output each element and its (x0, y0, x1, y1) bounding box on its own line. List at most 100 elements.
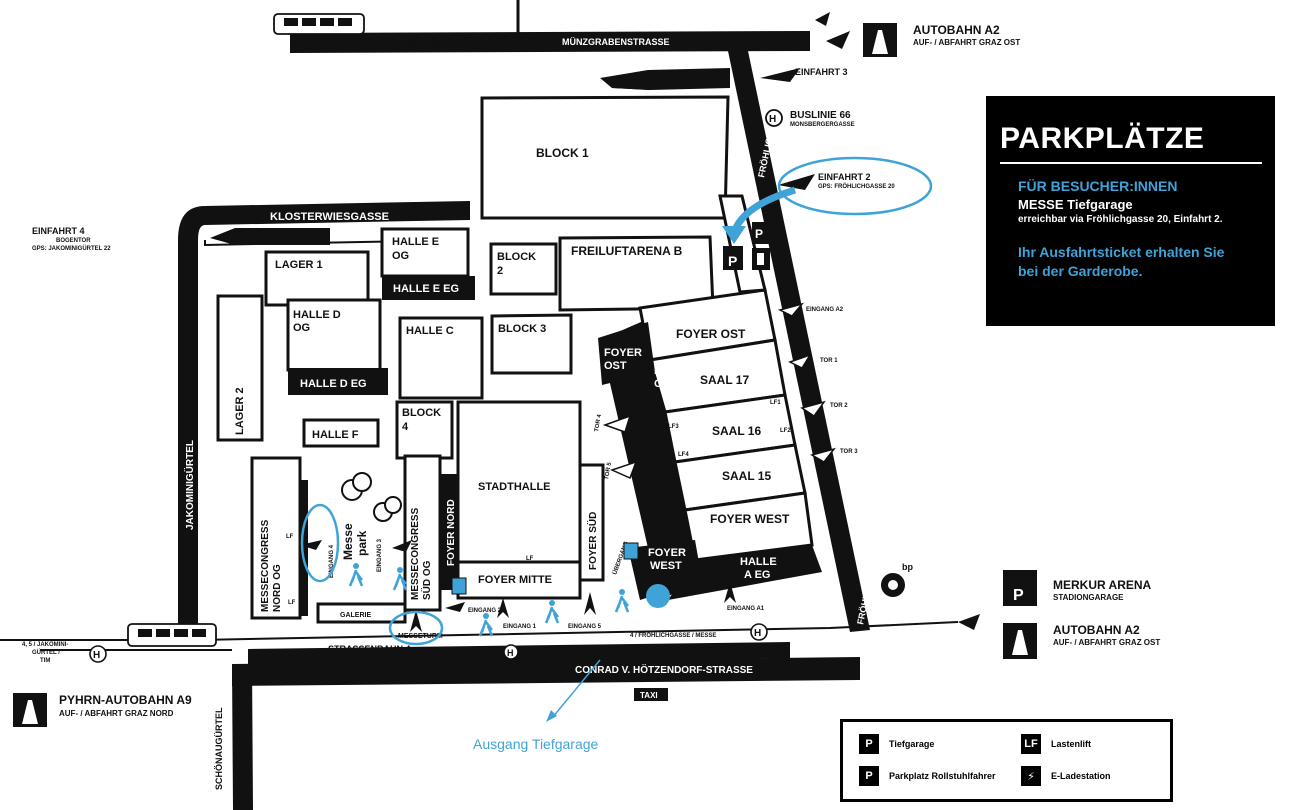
label-conrad: CONRAD V. HÖTZENDORF-STRASSE (575, 663, 753, 676)
label-taxi: TAXI (640, 691, 658, 700)
legend-label-eladestation: E-Ladestation (1051, 771, 1111, 781)
label-messeturm: MESSETURM (398, 633, 443, 640)
label-a2-top: AUTOBAHN A2 (913, 23, 1000, 37)
label-jakomini: JAKOMINIGÜRTEL (183, 440, 196, 530)
messepark-trees (341, 472, 402, 522)
halle-f (302, 418, 380, 448)
foyer-ost-dark (598, 322, 655, 385)
tree-icon (352, 472, 372, 492)
label-lf2: LF2 (780, 428, 791, 434)
foyer-sued (578, 463, 605, 582)
label-lf-stadthalle: LF (526, 556, 534, 562)
label-h-messe: H (754, 628, 761, 639)
parking-garage-letter: P (1013, 587, 1024, 604)
label-einfahrt-2-gps: GPS: FRÖHLICHGASSE 20 (818, 183, 895, 190)
block-2 (489, 242, 558, 296)
label-foyer-ost: FOYER OST (676, 327, 746, 341)
label-jakomini-3: TIM (40, 658, 50, 664)
label-buslinie: BUSLINIE 66 (790, 110, 851, 121)
arrow-tor-4 (602, 414, 632, 433)
label-muenzgraben: MÜNZGRABENSTRASSE (562, 37, 670, 47)
label-tor-4: TOR 4 (594, 413, 603, 432)
label-halle-c: HALLE C (406, 325, 454, 337)
label-einfahrt-2: EINFAHRT 2 (818, 172, 871, 182)
label-halle-f: HALLE F (312, 429, 359, 441)
block-1 (480, 95, 730, 220)
label-foyer-ost-v2: OST (604, 360, 627, 372)
foyer-nord (440, 474, 458, 590)
label-bus-sub: MONSBERGERGASSE (790, 122, 855, 128)
label-halle-e-eg: HALLE E EG (393, 283, 459, 295)
label-lager-2: LAGER 2 (234, 387, 246, 435)
label-lf-mc-1: LF (286, 534, 294, 540)
label-h-jakomini: H (93, 650, 100, 661)
info-messe-line: MESSE Tiefgarage (1018, 197, 1133, 212)
label-einfahrt-4-sub: BOGENTOR (56, 238, 91, 244)
arrow-eingang-a1 (724, 582, 736, 603)
label-strassenbahn-6: STRASSENBAHN 6 (366, 38, 449, 48)
entrance-arrows (300, 302, 836, 632)
tram-icon (273, 13, 365, 35)
garage-icons: P P (722, 186, 797, 270)
label-tor-3: TOR 3 (840, 449, 858, 455)
ev-charging-icon-shape (757, 253, 764, 265)
label-oeticket: oeticket (449, 623, 480, 632)
block-4 (395, 400, 454, 460)
galerie (316, 602, 407, 624)
schoenauguertel-road (232, 664, 253, 810)
pedestrian-icon (614, 589, 630, 613)
label-foyer-ost-v1: FOYER (604, 347, 642, 359)
klosterwiesgasse-road (205, 201, 470, 225)
label-halle-a-eg-2: A EG (744, 569, 771, 581)
label-schoenau: SCHÖNAUGÜRTEL (214, 707, 224, 790)
ausgang-pointer (551, 659, 601, 719)
legend-item-eladestation: ⚡ E-Ladestation (1021, 766, 1111, 786)
arrow-tor-5 (609, 460, 638, 480)
legend-item-lastenlift: LF Lastenlift (1021, 734, 1091, 754)
jakomini-corner (178, 206, 205, 240)
arrow-tor-3 (810, 447, 836, 463)
label-foyer-west-v2: WEST (650, 560, 682, 572)
arrow-eingang-3 (392, 540, 412, 552)
autobahn-icon-road (872, 30, 888, 54)
label-lf1: LF1 (770, 400, 781, 406)
label-foyer-west: FOYER WEST (710, 512, 790, 526)
info-ticket-line-2: bei der Garderobe. (1018, 263, 1143, 279)
arrow-eingang-2 (445, 602, 465, 612)
label-lf-mc-2: LF (288, 600, 296, 606)
garage-entry-arrow (731, 186, 797, 232)
parking-garage-icon (723, 246, 743, 270)
arrow-eingang-5 (584, 592, 596, 615)
arrow-messeturm (410, 610, 422, 632)
label-messepark-1: Messe (341, 523, 355, 560)
legend-label-lastenlift: Lastenlift (1051, 739, 1092, 749)
station-icon (451, 577, 467, 595)
halle-a-west-strip (600, 318, 702, 600)
autobahn-icon-road (22, 700, 38, 724)
arrow-a2-top (826, 31, 850, 49)
label-galerie: GALERIE (340, 612, 371, 619)
arrow-eingang-a2 (777, 302, 805, 317)
parking-garage-icon (1003, 570, 1037, 606)
label-foyer-sued: FOYER SÜD (586, 512, 599, 570)
ausgang-tiefgarage-label: Ausgang Tiefgarage (473, 736, 599, 752)
site-boundary-south (197, 621, 959, 641)
label-bp: bp (902, 562, 913, 572)
legend-label-tiefgarage: Tiefgarage (889, 739, 935, 749)
site-boundary-north (204, 239, 466, 247)
label-eingang-3: EINGANG 3 (377, 538, 383, 572)
label-merkur: MERKUR ARENA (1053, 578, 1152, 592)
wheelchair-parking-icon (752, 222, 770, 244)
pedestrian-icon (544, 600, 560, 624)
legend-item-rollstuhl: P Parkplatz Rollstuhlfahrer (859, 766, 996, 786)
label-saal-15: SAAL 15 (722, 469, 771, 483)
info-divider (1000, 162, 1262, 164)
label-a2-top-sub: AUF- / ABFAHRT GRAZ OST (913, 38, 1020, 47)
arrow-block1-top (600, 70, 650, 90)
highlight-messeturm (388, 610, 444, 646)
label-strassenbahn-4: STRASSENBAHN 4 (328, 644, 411, 654)
label-a2-bottom-sub: AUF- / ABFAHRT GRAZ OST (1053, 638, 1160, 647)
halle-a-eg (668, 545, 822, 600)
autobahn-icon-road (1012, 630, 1028, 655)
